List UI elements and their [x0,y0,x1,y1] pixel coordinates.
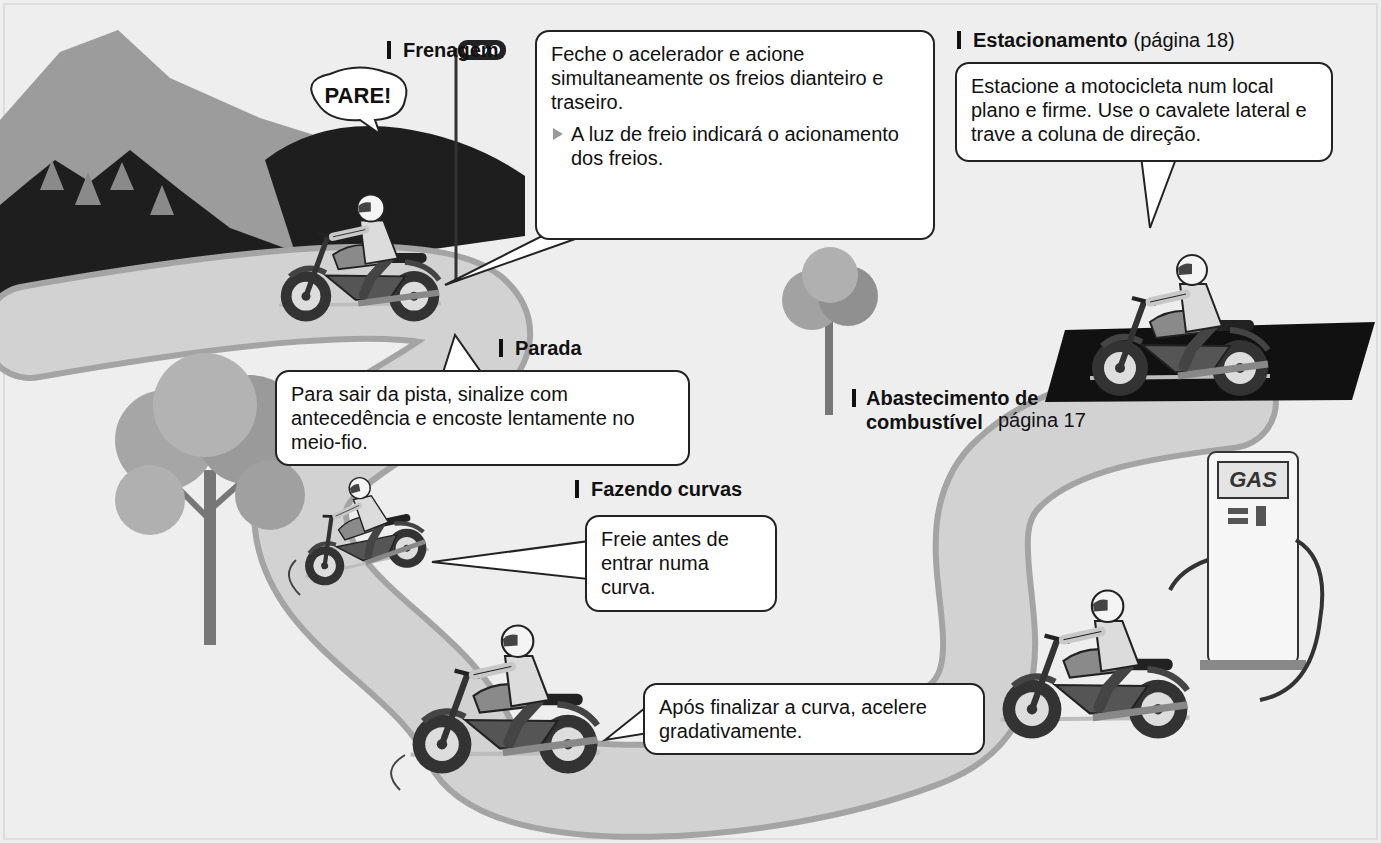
bullet-triangle [553,128,563,140]
heading-marker [575,480,579,498]
gas-pump [1200,660,1306,670]
heading-marker [957,31,961,49]
gas-pump [1256,506,1266,526]
gas-pump [1170,452,1322,700]
heading-marker [852,389,856,407]
road [30,293,1230,791]
bullet-item: A luz de freio indicará o acionamento do… [551,122,919,170]
gas-pump [1228,518,1248,524]
callout-heading: Fazendo curvas [575,477,742,501]
tree-right [825,320,833,415]
stop-speech-blob [311,67,406,134]
heading-text: Parada [515,336,582,360]
tree-left [235,460,305,530]
callout-heading: Parada [499,336,582,360]
callout-bubble: Após finalizar a curva, acelere gradativ… [643,683,985,755]
tree-left [204,470,216,645]
bubble-tails [432,540,597,580]
motorcycles [288,467,432,590]
tree-left [115,465,185,535]
heading-marker [387,41,391,59]
heading-text: Fazendo curvas [591,477,742,501]
traffic-light [455,48,458,282]
stop-shout: PARE! [312,84,404,108]
callout-text: Feche o acelerador e acione simultaneame… [551,42,919,114]
callout-text: Após finalizar a curva, acelere gradativ… [659,695,969,743]
gas-pump [1218,462,1288,498]
heading-marker [499,339,503,357]
motorcycles [279,195,1270,791]
motorcycles [279,195,441,322]
motorcycles [1001,591,1190,739]
motorcycles [1090,255,1270,396]
callout-text: A luz de freio indicará o acionamento do… [571,122,919,170]
heading-text: Estacionamento [973,28,1127,52]
callout-bubble: ParadaPara sair da pista, sinalize com a… [275,370,690,466]
pump-sign: GAS [1220,468,1286,492]
callout-heading: Estacionamento(página 18) [957,28,1235,52]
tree-right [802,247,858,303]
motorcycles [288,467,432,590]
gas-pump [1208,452,1298,664]
callout-text: Para sair da pista, sinalize com anteced… [291,382,674,454]
callout-text: Estacione a motocicleta num local plano … [971,74,1317,146]
road [30,293,1230,791]
mountains [40,160,174,215]
callout-text: Freie antes de entrar numa curva. [601,527,761,599]
bullet-triangle [551,125,565,145]
heading-text: Frenagem [403,38,499,62]
tree-left [153,353,257,457]
motorcycles [411,626,600,774]
road [30,293,1230,791]
page-reference: página 17 [998,408,1108,432]
page-reference: (página 18) [1133,28,1234,52]
stop-speech-blob [311,67,406,134]
callout-bubble: FrenagemFeche o acelerador e acione simu… [535,30,935,240]
callout-bubble: Fazendo curvasFreie antes de entrar numa… [585,515,777,612]
callout-bubble: Estacionamento(página 18)Estacione a mot… [955,62,1333,162]
gas-pump [1170,560,1208,590]
callout-heading: Frenagem [387,38,499,62]
motorcycles [289,560,300,595]
gas-pump [1228,508,1248,514]
motorcycles [391,755,405,790]
tree-right [782,247,878,415]
gas-pump [1260,540,1322,700]
traffic-light [456,40,506,282]
